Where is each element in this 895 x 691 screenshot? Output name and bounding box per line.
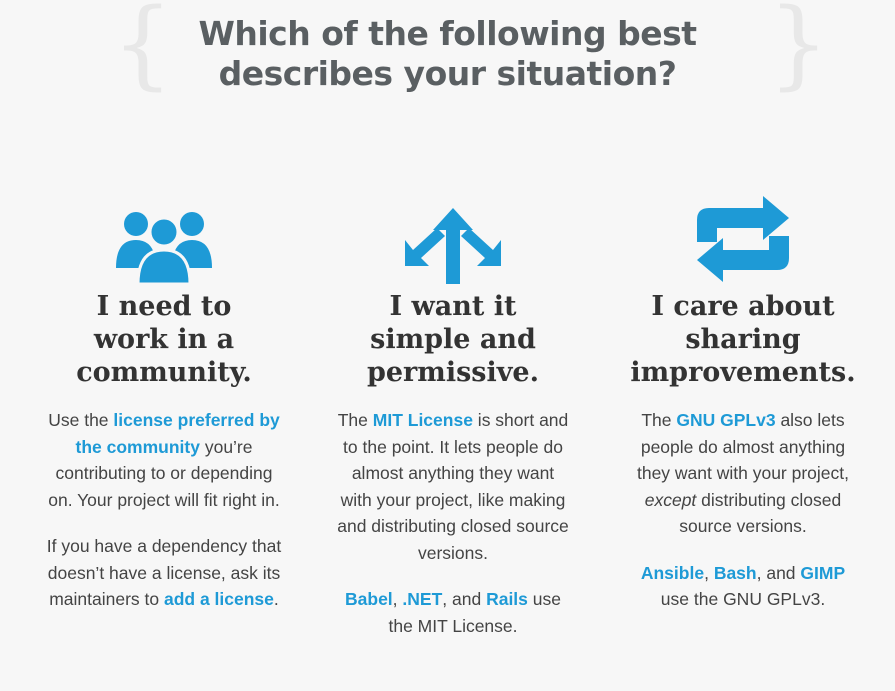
bash-link[interactable]: Bash bbox=[713, 562, 757, 583]
text: , bbox=[704, 562, 714, 583]
title-line: work in a bbox=[93, 324, 235, 355]
option-simple-title: I want it simple and permissive. bbox=[335, 290, 571, 389]
text: If you have a dependency that doesn’t ha… bbox=[46, 536, 282, 609]
branch-arrows-icon bbox=[335, 190, 571, 284]
repeat-arrows-icon bbox=[625, 190, 861, 284]
page-title-line-1: Which of the following best bbox=[198, 14, 697, 53]
title-line: I care about bbox=[651, 291, 835, 322]
option-sharing-description: The GNU GPLv3 also lets people do almost… bbox=[625, 407, 861, 540]
title-line: simple and bbox=[370, 324, 536, 355]
rails-link[interactable]: Rails bbox=[486, 589, 528, 609]
option-sharing-examples: Ansible, Bash, and GIMP use the GNU GPLv… bbox=[625, 560, 861, 613]
add-license-link[interactable]: add a license bbox=[163, 589, 274, 609]
decorative-left-brace: { bbox=[112, 0, 174, 100]
text: The bbox=[641, 410, 677, 430]
page-title-line-2: describes your situation? bbox=[218, 54, 677, 93]
option-community-dependency-note: If you have a dependency that doesn’t ha… bbox=[44, 533, 284, 613]
option-sharing-improvements: I care about sharing improvements. The G… bbox=[625, 190, 861, 613]
gnu-gplv3-link[interactable]: GNU GPLv3 bbox=[676, 410, 776, 430]
text: distributing closed source versions. bbox=[679, 489, 842, 537]
title-line: sharing bbox=[685, 324, 801, 355]
text: The bbox=[337, 410, 373, 430]
title-line: I want it bbox=[389, 291, 517, 322]
license-preferred-link[interactable]: license preferred by the community bbox=[75, 410, 280, 457]
emphasis-text: except bbox=[644, 489, 697, 510]
text: , and bbox=[442, 589, 487, 609]
decorative-right-brace: } bbox=[768, 0, 830, 100]
ansible-link[interactable]: Ansible bbox=[640, 562, 705, 583]
option-community-description: Use the license preferred by the communi… bbox=[44, 407, 284, 513]
gimp-link[interactable]: GIMP bbox=[800, 562, 846, 583]
option-community-title: I need to work in a community. bbox=[44, 290, 284, 389]
option-simple-examples: Babel, .NET, and Rails use the MIT Licen… bbox=[335, 586, 571, 639]
text: Use the bbox=[48, 410, 114, 430]
option-community: I need to work in a community. Use the l… bbox=[44, 190, 284, 613]
users-icon bbox=[44, 190, 284, 284]
text: you’re contributing to or depending on. … bbox=[48, 436, 280, 510]
dotnet-link[interactable]: .NET bbox=[402, 589, 443, 609]
page-title: Which of the following best describes yo… bbox=[0, 14, 895, 94]
option-simple-description: The MIT License is short and to the poin… bbox=[335, 407, 571, 566]
title-line: improvements. bbox=[630, 357, 856, 388]
text: is short and to the point. It lets peopl… bbox=[337, 410, 569, 563]
text: , and bbox=[756, 562, 801, 583]
option-sharing-title: I care about sharing improvements. bbox=[625, 290, 861, 389]
title-line: community. bbox=[76, 357, 252, 388]
text: , bbox=[392, 589, 403, 609]
option-simple-permissive: I want it simple and permissive. The MIT… bbox=[335, 190, 571, 639]
text: use the MIT License. bbox=[388, 589, 561, 636]
text: also lets people do almost anything they… bbox=[636, 410, 850, 483]
text: use the GNU GPLv3. bbox=[660, 589, 826, 609]
mit-license-link[interactable]: MIT License bbox=[372, 410, 473, 430]
title-line: I need to bbox=[96, 291, 232, 322]
text: . bbox=[273, 589, 279, 609]
babel-link[interactable]: Babel bbox=[345, 589, 393, 609]
title-line: permissive. bbox=[366, 357, 540, 388]
